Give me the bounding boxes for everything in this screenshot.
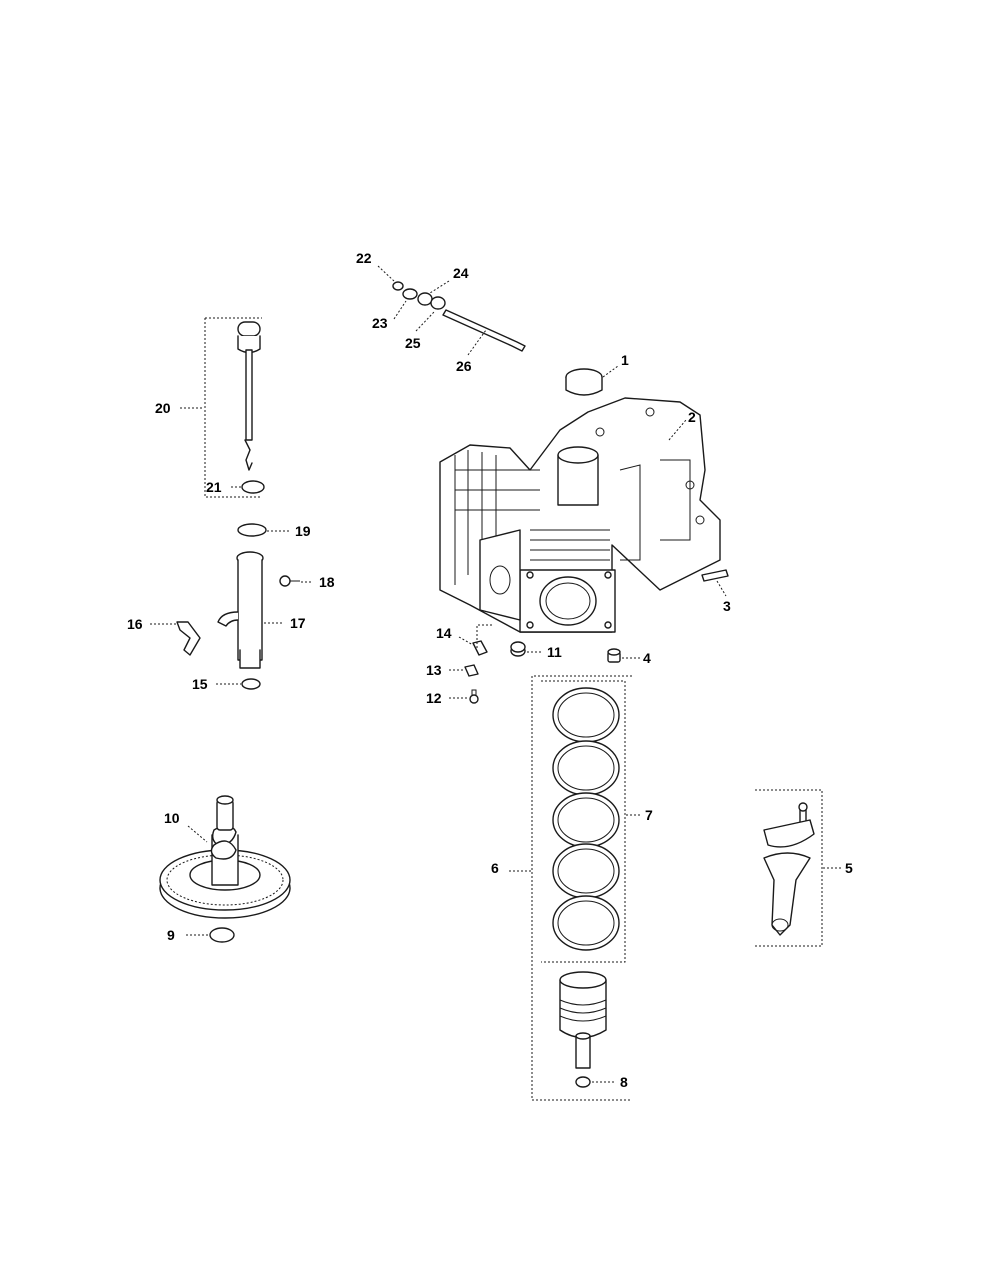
crankcase-group [439, 368, 729, 704]
part-20-dipstick[interactable] [237, 321, 261, 471]
dipstick-group [204, 317, 265, 498]
callout-15[interactable]: 15 [192, 676, 208, 692]
leader-lines [150, 265, 842, 1083]
part-23-ring[interactable] [402, 288, 418, 300]
callout-3[interactable]: 3 [723, 598, 731, 614]
part-17-dipstick-tube[interactable] [217, 551, 264, 669]
callout-1[interactable]: 1 [621, 352, 629, 368]
callout-21[interactable]: 21 [206, 479, 222, 495]
callout-8[interactable]: 8 [620, 1074, 628, 1090]
callout-9[interactable]: 9 [167, 927, 175, 943]
callout-4[interactable]: 4 [643, 650, 651, 666]
callouts: 1 2 3 4 5 6 7 8 9 10 11 12 13 14 15 16 1… [127, 250, 853, 1090]
part-11-plug[interactable] [510, 641, 526, 657]
tube-group [176, 523, 300, 690]
callout-16[interactable]: 16 [127, 616, 143, 632]
callout-18[interactable]: 18 [319, 574, 335, 590]
part-25-grommet[interactable] [430, 296, 446, 310]
part-10-camshaft-gear[interactable] [159, 795, 291, 919]
part-18-screw[interactable] [279, 575, 300, 587]
callout-17[interactable]: 17 [290, 615, 306, 631]
callout-10[interactable]: 10 [164, 810, 180, 826]
callout-5[interactable]: 5 [845, 860, 853, 876]
bracket-5 [755, 789, 823, 947]
bracket-20 [204, 317, 262, 498]
callout-26[interactable]: 26 [456, 358, 472, 374]
part-22-washer[interactable] [392, 281, 404, 291]
breather-group [392, 281, 526, 352]
callout-22[interactable]: 22 [356, 250, 372, 266]
part-21-o-ring[interactable] [241, 480, 265, 494]
callout-14[interactable]: 14 [436, 625, 452, 641]
part-4-plug[interactable] [607, 648, 621, 663]
part-24-grommet[interactable] [417, 292, 433, 306]
part-13-clip[interactable] [464, 664, 479, 677]
part-19-o-ring[interactable] [237, 523, 267, 537]
part-7-piston-rings[interactable] [552, 687, 620, 951]
rod-group [755, 789, 823, 947]
part-3-breather-hose[interactable] [701, 569, 729, 582]
part-12-screw[interactable] [469, 689, 479, 704]
part-16-bracket[interactable] [176, 621, 201, 656]
callout-7[interactable]: 7 [645, 807, 653, 823]
callout-12[interactable]: 12 [426, 690, 442, 706]
piston-group [531, 675, 632, 1101]
part-6-piston[interactable] [559, 971, 607, 1069]
part-14-bracket[interactable] [472, 640, 488, 656]
callout-20[interactable]: 20 [155, 400, 171, 416]
bracket-6 [531, 675, 632, 1101]
part-15-o-ring[interactable] [241, 678, 261, 690]
bracket-7 [541, 680, 626, 963]
part-1-oil-seal[interactable] [565, 368, 603, 396]
callout-11[interactable]: 11 [547, 644, 562, 660]
callout-23[interactable]: 23 [372, 315, 388, 331]
part-8-retainer[interactable] [575, 1076, 591, 1088]
part-9-washer[interactable] [209, 927, 235, 943]
callout-25[interactable]: 25 [405, 335, 421, 351]
callout-24[interactable]: 24 [453, 265, 469, 281]
part-5-connecting-rod[interactable] [763, 802, 815, 936]
callout-19[interactable]: 19 [295, 523, 311, 539]
callout-13[interactable]: 13 [426, 662, 442, 678]
part-26-breather-tube[interactable] [442, 309, 526, 352]
part-2-crankcase[interactable] [439, 397, 721, 633]
callout-6[interactable]: 6 [491, 860, 499, 876]
camshaft-group [159, 795, 291, 943]
callout-2[interactable]: 2 [688, 409, 696, 425]
